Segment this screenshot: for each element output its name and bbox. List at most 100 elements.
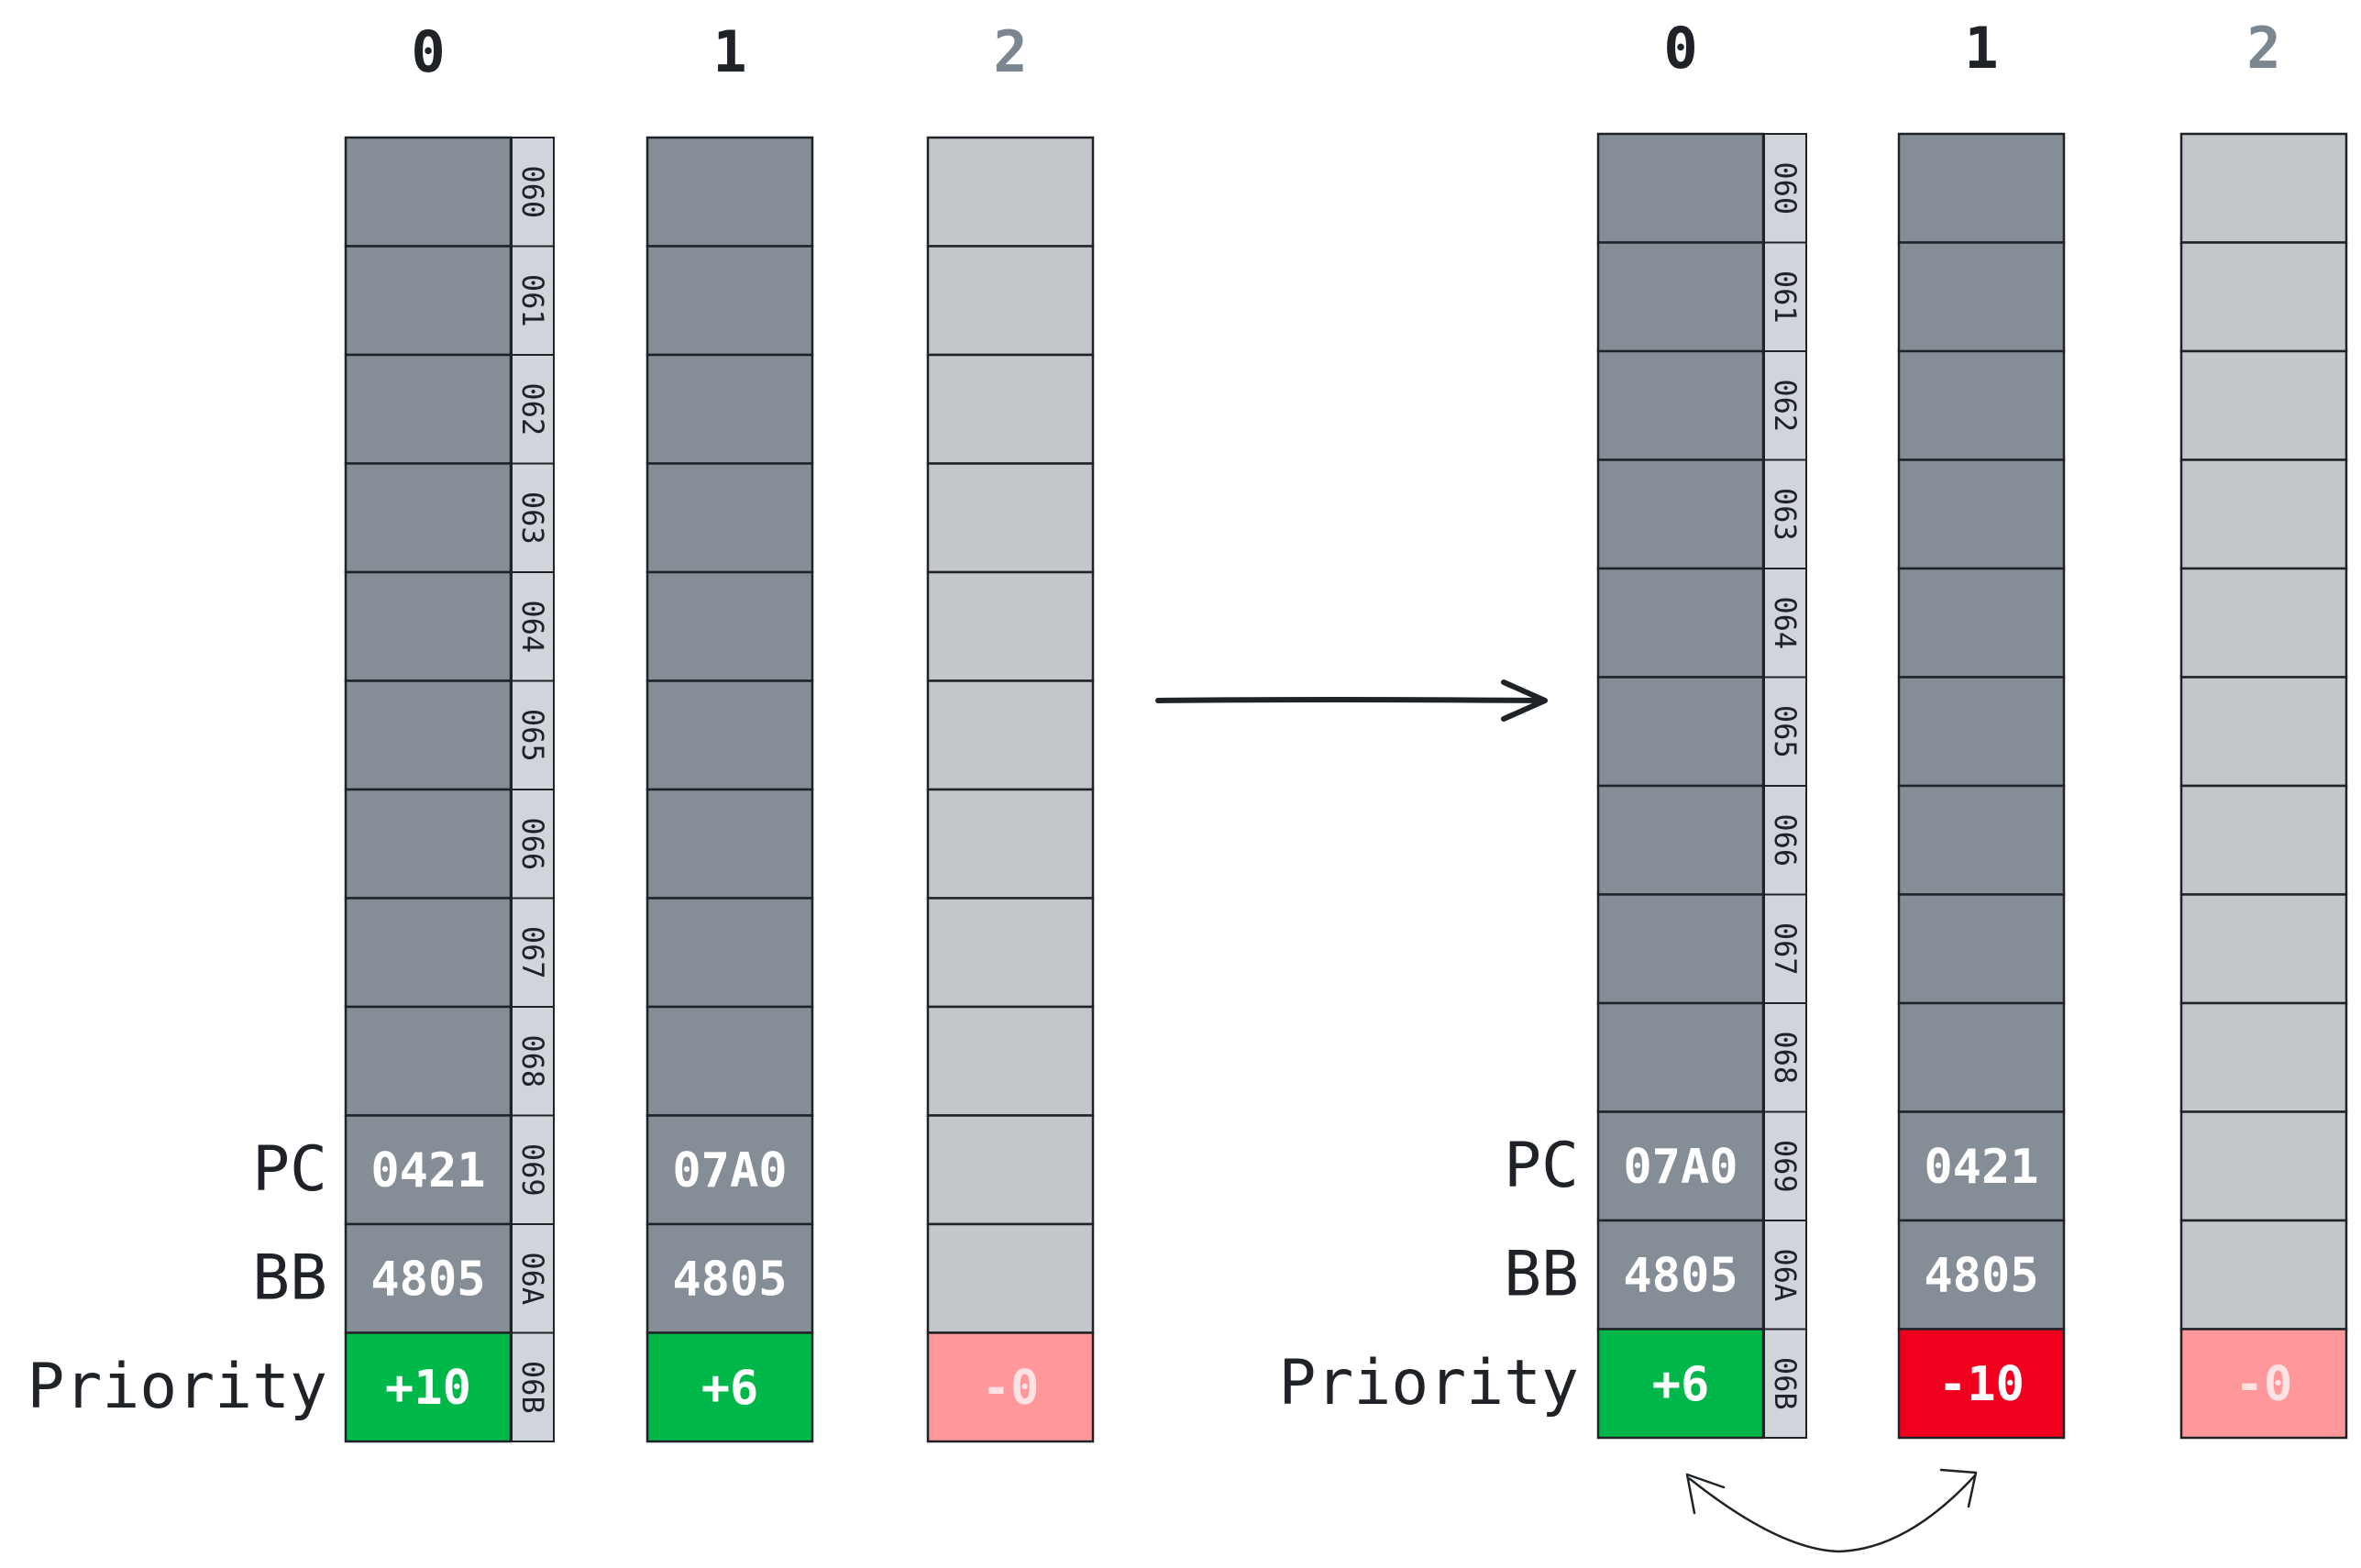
pc-value: 0421: [370, 1143, 485, 1198]
panel-after: 007A04805+6104214805-102-006006106206306…: [1278, 15, 2348, 1440]
register-cell: [1897, 132, 2066, 244]
register-cell: [1596, 1219, 1765, 1331]
priority-value: -10: [1938, 1357, 2025, 1412]
address-cell: [511, 571, 555, 682]
priority-cell: [645, 1331, 814, 1443]
register-cell: [344, 462, 513, 574]
pc-value: 07A0: [672, 1143, 787, 1198]
register-cell: [926, 462, 1095, 574]
register-cell: [645, 897, 814, 1009]
register-cell: [926, 1222, 1095, 1334]
register-cell: [645, 570, 814, 682]
column-index-label: 1: [1964, 15, 1998, 82]
register-cell: [2179, 241, 2348, 353]
register-cell: [1596, 1110, 1765, 1222]
address-label: 069: [1768, 1140, 1803, 1193]
register-cell: [926, 245, 1095, 357]
priority-cell: [2179, 1328, 2348, 1440]
address-label: 060: [1768, 161, 1803, 215]
address-cell: [1763, 1328, 1807, 1439]
register-cell: [1596, 676, 1765, 788]
bb-value: 4805: [672, 1252, 787, 1307]
register-cell: [2179, 676, 2348, 788]
address-label: 065: [515, 709, 550, 762]
register-cell: [344, 353, 513, 465]
address-label: 061: [1768, 271, 1803, 324]
priority-cell: [1897, 1328, 2066, 1440]
address-label: 064: [1768, 596, 1803, 649]
register-cell: [1897, 893, 2066, 1005]
register-cell: [1596, 784, 1765, 896]
address-cell: [1763, 1220, 1807, 1331]
priority-value: -0: [982, 1361, 1040, 1416]
register-cell: [2179, 1219, 2348, 1331]
register-cell: [1596, 458, 1765, 570]
register-cell: [1897, 349, 2066, 461]
address-cell: [511, 137, 555, 248]
address-label: 067: [1768, 922, 1803, 976]
register-cell: [2179, 567, 2348, 679]
register-cell: [1596, 1001, 1765, 1113]
address-cell: [1763, 458, 1807, 569]
register-cell: [926, 136, 1095, 248]
address-label: 069: [515, 1143, 550, 1197]
address-cell: [1763, 350, 1807, 461]
register-cell: [926, 897, 1095, 1009]
register-cell: [1897, 784, 2066, 896]
pc-value: 07A0: [1623, 1140, 1738, 1195]
address-cell: [511, 1223, 555, 1334]
priority-cell: [344, 1331, 513, 1443]
register-cell: [1596, 349, 1765, 461]
address-label: 06A: [515, 1252, 550, 1305]
register-cell: [645, 1005, 814, 1117]
address-cell: [1763, 133, 1807, 244]
register-cell: [344, 788, 513, 900]
register-cell: [344, 1114, 513, 1226]
address-label: 066: [1768, 813, 1803, 867]
bb-row-label: BB: [1504, 1238, 1579, 1310]
priority-cell: [1596, 1328, 1765, 1440]
register-cell: [2179, 349, 2348, 461]
register-column-2: 2-0: [2179, 15, 2348, 1440]
pc-value: 0421: [1924, 1140, 2038, 1195]
priority-value: +6: [1652, 1357, 1710, 1412]
priority-cell: [926, 1331, 1095, 1443]
register-cell: [344, 679, 513, 791]
register-cell: [2179, 132, 2348, 244]
register-cell: [1897, 241, 2066, 353]
address-cell: [1763, 1110, 1807, 1221]
register-cell: [645, 679, 814, 791]
column-index-label: 2: [993, 18, 1027, 85]
register-cell: [2179, 458, 2348, 570]
register-cell: [1897, 676, 2066, 788]
register-cell: [2179, 893, 2348, 1005]
register-cell: [344, 1222, 513, 1334]
register-cell: [2179, 1110, 2348, 1222]
register-cell: [645, 136, 814, 248]
address-label: 06B: [515, 1361, 550, 1414]
column-index-label: 0: [411, 18, 445, 85]
register-cell: [926, 570, 1095, 682]
address-cell: [511, 1331, 555, 1442]
register-cell: [1897, 567, 2066, 679]
address-label: 060: [515, 165, 550, 218]
register-cell: [344, 245, 513, 357]
register-cell: [1897, 1001, 2066, 1113]
address-cell: [511, 354, 555, 465]
address-label: 068: [515, 1034, 550, 1088]
register-cell: [2179, 784, 2348, 896]
register-cell: [926, 679, 1095, 791]
address-label: 068: [1768, 1031, 1803, 1084]
address-label: 064: [515, 600, 550, 653]
register-cell: [1596, 132, 1765, 244]
address-label: 063: [1768, 488, 1803, 541]
column-index-label: 1: [712, 18, 746, 85]
address-cell: [1763, 785, 1807, 896]
register-cell: [926, 353, 1095, 465]
